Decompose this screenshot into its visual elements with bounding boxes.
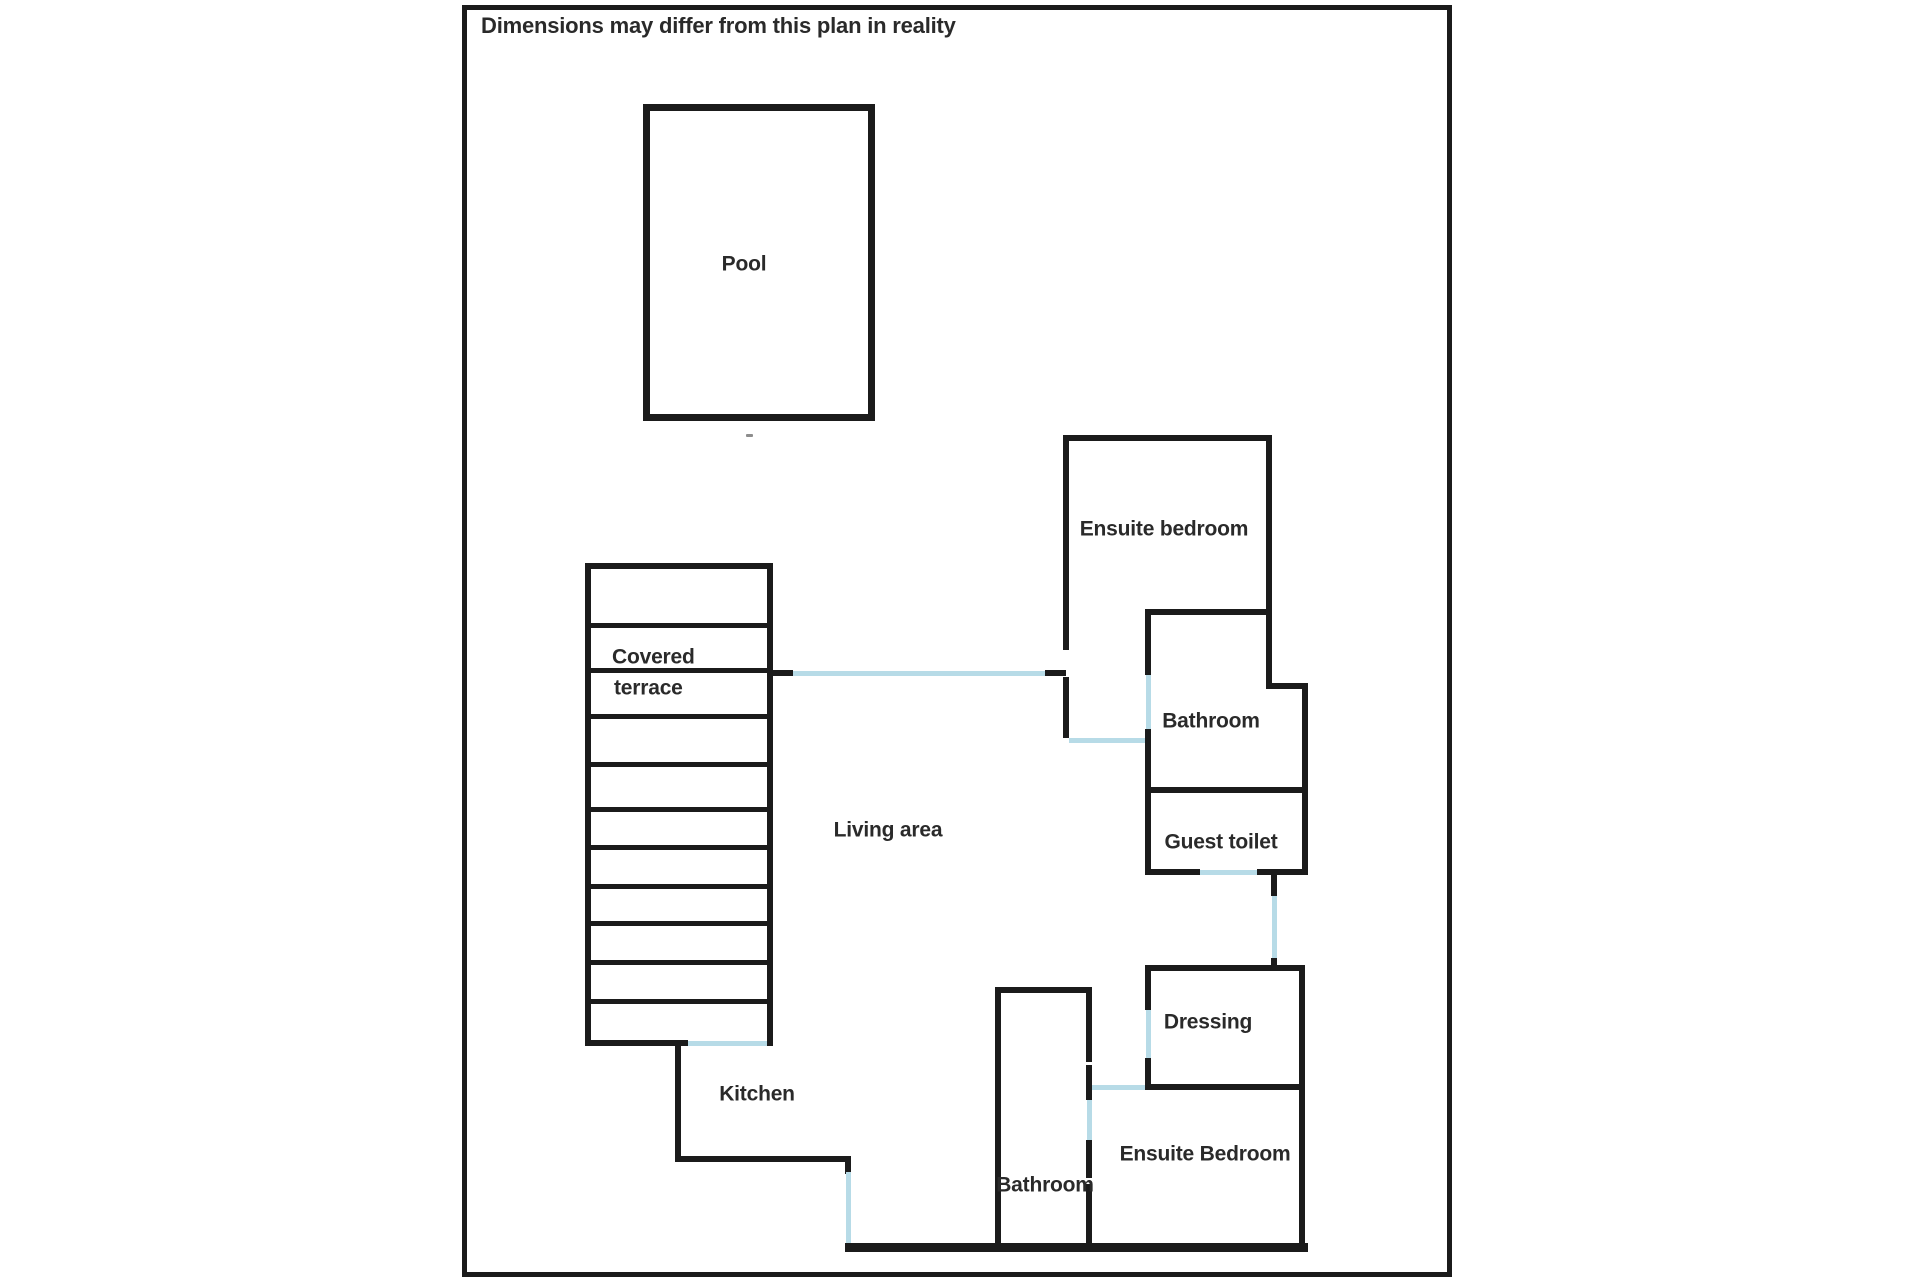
dressing-wall-bottom xyxy=(1145,1084,1305,1090)
terrace-slat-line xyxy=(585,714,773,719)
house-wall-bottom xyxy=(845,1243,1308,1252)
ensuite-top-wall-top xyxy=(1063,435,1272,441)
bathroom-top-door-opening xyxy=(1146,675,1151,729)
bathroom-bottom-wall-top xyxy=(995,987,1092,993)
kitchen-door-opening xyxy=(846,1172,851,1245)
kitchen-wall-stub xyxy=(845,1160,851,1174)
guest-toilet-door-opening xyxy=(1200,870,1257,875)
dressing-wall-left-a xyxy=(1145,965,1151,1010)
kitchen-wall-left xyxy=(675,1046,681,1162)
terrace-slat-line xyxy=(585,668,773,673)
terrace-slat-line xyxy=(585,623,773,628)
room-label-dressing: Dressing xyxy=(1163,1010,1253,1034)
room-label-guest-toilet: Guest toilet xyxy=(1164,830,1278,854)
dressing-door-opening xyxy=(1146,1010,1151,1058)
terrace-wall-left xyxy=(585,563,591,1046)
room-label-living-area: Living area xyxy=(833,818,943,842)
ensuite-top-wall-left-b xyxy=(1063,677,1069,738)
guest-toilet-wall-bottom-b xyxy=(1257,869,1308,875)
window-wall-stub-right xyxy=(1045,670,1066,676)
room-label-covered: Covered xyxy=(612,645,695,669)
ensuite-top-wall-left-a xyxy=(1063,435,1069,650)
terrace-wall-bottom xyxy=(585,1040,688,1046)
terrace-door-opening xyxy=(688,1041,767,1046)
guest-toilet-wall-bottom-a xyxy=(1145,869,1200,875)
bathroom-top-wall-right xyxy=(1302,683,1308,875)
terrace-wall-right xyxy=(767,563,773,1046)
window-wall-stub-left xyxy=(773,670,793,676)
room-label-terrace: terrace xyxy=(614,676,683,700)
bathroom-bottom-wall-left xyxy=(995,987,1001,1249)
bathroom-bottom-wall-right-a xyxy=(1086,987,1092,1062)
room-label-ensuite-bedroom-bottom: Ensuite Bedroom xyxy=(1119,1142,1291,1166)
terrace-slat-line xyxy=(585,960,773,965)
dressing-wall-top xyxy=(1145,965,1305,971)
terrace-slat-line xyxy=(585,921,773,926)
terrace-slat-line xyxy=(585,762,773,767)
plan-outer-border xyxy=(462,5,1452,1277)
pool-outline xyxy=(643,104,875,421)
room-label-bathroom-bottom: Bathroom xyxy=(996,1173,1094,1197)
corridor-wall-stub-bottom xyxy=(1271,958,1277,970)
corridor-opening xyxy=(1272,896,1277,958)
disclaimer-text: Dimensions may differ from this plan in … xyxy=(481,13,956,38)
bathroom-bottom-wall-right-d xyxy=(1086,1184,1092,1249)
terrace-slat-line xyxy=(585,999,773,1004)
room-label-kitchen: Kitchen xyxy=(719,1082,795,1106)
bathroom-top-wall-top xyxy=(1145,609,1272,615)
bathroom-guest-toilet-divider xyxy=(1145,787,1308,793)
terrace-slat-line xyxy=(585,884,773,889)
room-label-bathroom-top: Bathroom xyxy=(1162,709,1260,733)
bathroom-bottom-wall-right-c xyxy=(1086,1140,1092,1178)
window-opening-long xyxy=(793,671,1045,676)
corridor-wall-stub-top xyxy=(1271,875,1277,896)
bathroom-top-wall-left-b xyxy=(1145,729,1151,875)
room-label-ensuite-bedroom-top: Ensuite bedroom xyxy=(1079,517,1249,541)
terrace-wall-top xyxy=(585,563,773,569)
bathroom-top-wall-left-a xyxy=(1145,609,1151,675)
bathroom-bottom-door-opening xyxy=(1087,1100,1092,1140)
terrace-slat-line xyxy=(585,807,773,812)
hall-opening-horizontal xyxy=(1092,1085,1145,1090)
ensuite-top-wall-right xyxy=(1266,435,1272,689)
room-label-pool: Pool xyxy=(721,252,767,276)
ensuite-top-door-opening xyxy=(1069,738,1145,743)
pool-marker-dot xyxy=(746,434,753,437)
terrace-slat-line xyxy=(585,845,773,850)
dressing-ensuite-wall-right xyxy=(1299,965,1305,1249)
dressing-wall-left-b xyxy=(1145,1058,1151,1090)
kitchen-wall-bottom xyxy=(675,1156,851,1162)
bathroom-top-wall-step xyxy=(1266,683,1308,689)
bathroom-bottom-wall-right-b xyxy=(1086,1065,1092,1100)
